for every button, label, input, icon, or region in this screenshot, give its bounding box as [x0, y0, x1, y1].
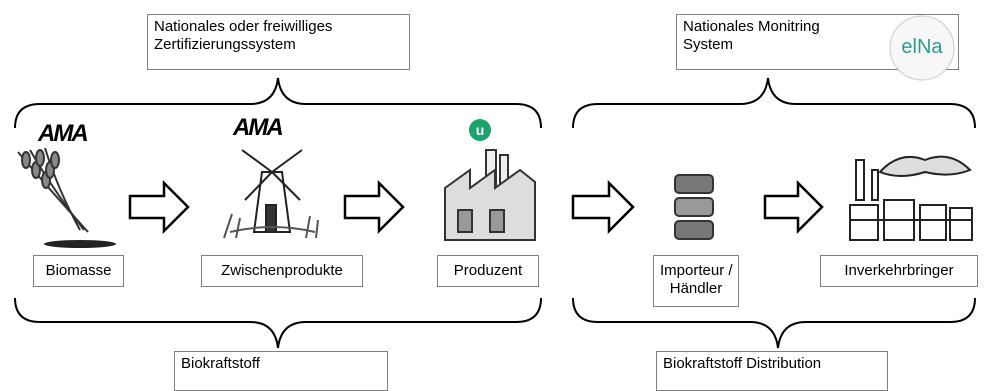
top-right-box-line1: Nationales Monitring	[683, 18, 820, 35]
elna-logo-text: elNa	[901, 36, 943, 58]
wheat-shadow	[44, 240, 116, 248]
top-left-box-line1: Nationales oder freiwilliges	[154, 18, 333, 35]
top-right-brace	[572, 77, 976, 129]
stage-label-inverkehrbringer: Inverkehrbringer	[820, 255, 978, 287]
flow-arrows	[128, 179, 824, 235]
stage-label-importeur: Importeur / Händler	[653, 255, 739, 307]
arrow-4	[763, 179, 824, 235]
top-left-box: Nationales oder freiwilliges Zertifizier…	[147, 14, 410, 70]
bottom-left-brace	[14, 297, 542, 349]
u-logo-letter: u	[476, 122, 485, 138]
arrow-3	[571, 179, 635, 235]
ama-logo-2: AMA	[233, 114, 284, 141]
bottom-right-box-text: Biokraftstoff Distribution	[663, 355, 822, 372]
arrow-2	[343, 179, 405, 235]
arrow-1	[128, 179, 190, 235]
wheat-icon	[17, 147, 89, 233]
stage-label-produzent: Produzent	[437, 255, 539, 287]
elna-logo	[889, 15, 955, 81]
bottom-left-box-text: Biokraftstoff	[181, 355, 260, 372]
top-right-box-line2: System	[683, 36, 734, 53]
top-left-box-line2: Zertifizierungssystem	[154, 36, 296, 53]
factory-icon	[444, 149, 536, 241]
umweltbundesamt-logo	[469, 119, 491, 141]
windmill-icon	[223, 149, 319, 239]
bottom-right-brace	[572, 297, 976, 349]
top-left-brace	[14, 77, 542, 129]
diagram-graphics: u	[14, 15, 976, 349]
industry-icon	[849, 155, 973, 241]
ama-logo-1: AMA	[38, 120, 89, 147]
stage-label-biomasse: Biomasse	[33, 255, 124, 287]
stage-label-zwischenprodukte: Zwischenprodukte	[201, 255, 363, 287]
database-icon	[674, 174, 714, 240]
